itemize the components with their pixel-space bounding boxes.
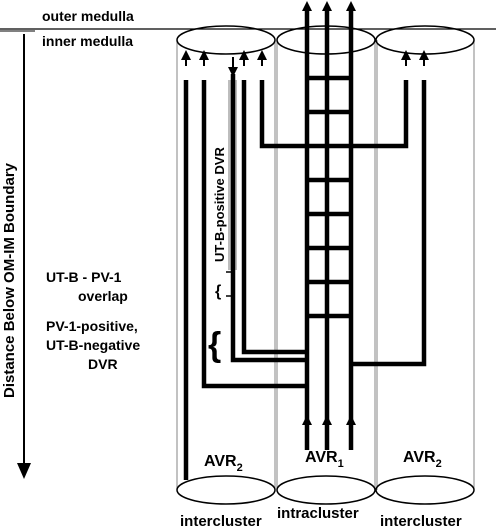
left-top-ellipse: [176, 25, 276, 55]
avr1-center-label: AVR1: [305, 449, 344, 470]
avr2-right-label: AVR2: [403, 449, 442, 470]
distance-axis-label: Distance Below OM-IM Boundary: [1, 162, 18, 398]
intracluster-bottom-arrows: [302, 415, 356, 437]
right-intercluster-vessels: [351, 80, 427, 367]
inner-medulla-label: inner medulla: [42, 33, 133, 49]
center-cylinder: [276, 40, 376, 490]
right-cluster-name: intercluster: [380, 513, 462, 530]
center-cluster-name: intracluster: [277, 505, 359, 522]
right-cylinder: [376, 40, 475, 490]
left-cluster-name: intercluster: [180, 513, 262, 530]
intracluster-vessels: [304, 8, 354, 450]
pv1-label-line1: PV-1-positive,: [46, 318, 138, 334]
outer-medulla-label: outer medulla: [42, 8, 134, 24]
overlap-label-line1: UT-B - PV-1: [46, 269, 122, 285]
intracluster-top-arrows: [302, 1, 356, 18]
left-arrows: [181, 50, 267, 77]
pv1-bracket: {: [208, 326, 221, 364]
left-intercluster-vessels: [183, 74, 307, 480]
pv1-label-line2: UT-B-negative: [46, 337, 140, 353]
center-bottom-ellipse: [276, 475, 376, 505]
left-bottom-ellipse: [176, 475, 276, 505]
right-bottom-ellipse: [375, 475, 475, 505]
left-cylinder: [176, 40, 276, 490]
right-arrows: [401, 50, 429, 66]
avr2-left-label: AVR2: [204, 453, 243, 474]
overlap-bracket: {: [215, 283, 221, 300]
overlap-bracket-guide: [226, 271, 234, 297]
right-top-ellipse: [375, 25, 475, 55]
distance-axis-arrowhead: [17, 463, 31, 479]
overlap-label-line2: overlap: [78, 288, 128, 304]
pv1-label-line3: DVR: [88, 356, 118, 372]
utb-dvr-label: UT-B-positive DVR: [212, 147, 227, 262]
